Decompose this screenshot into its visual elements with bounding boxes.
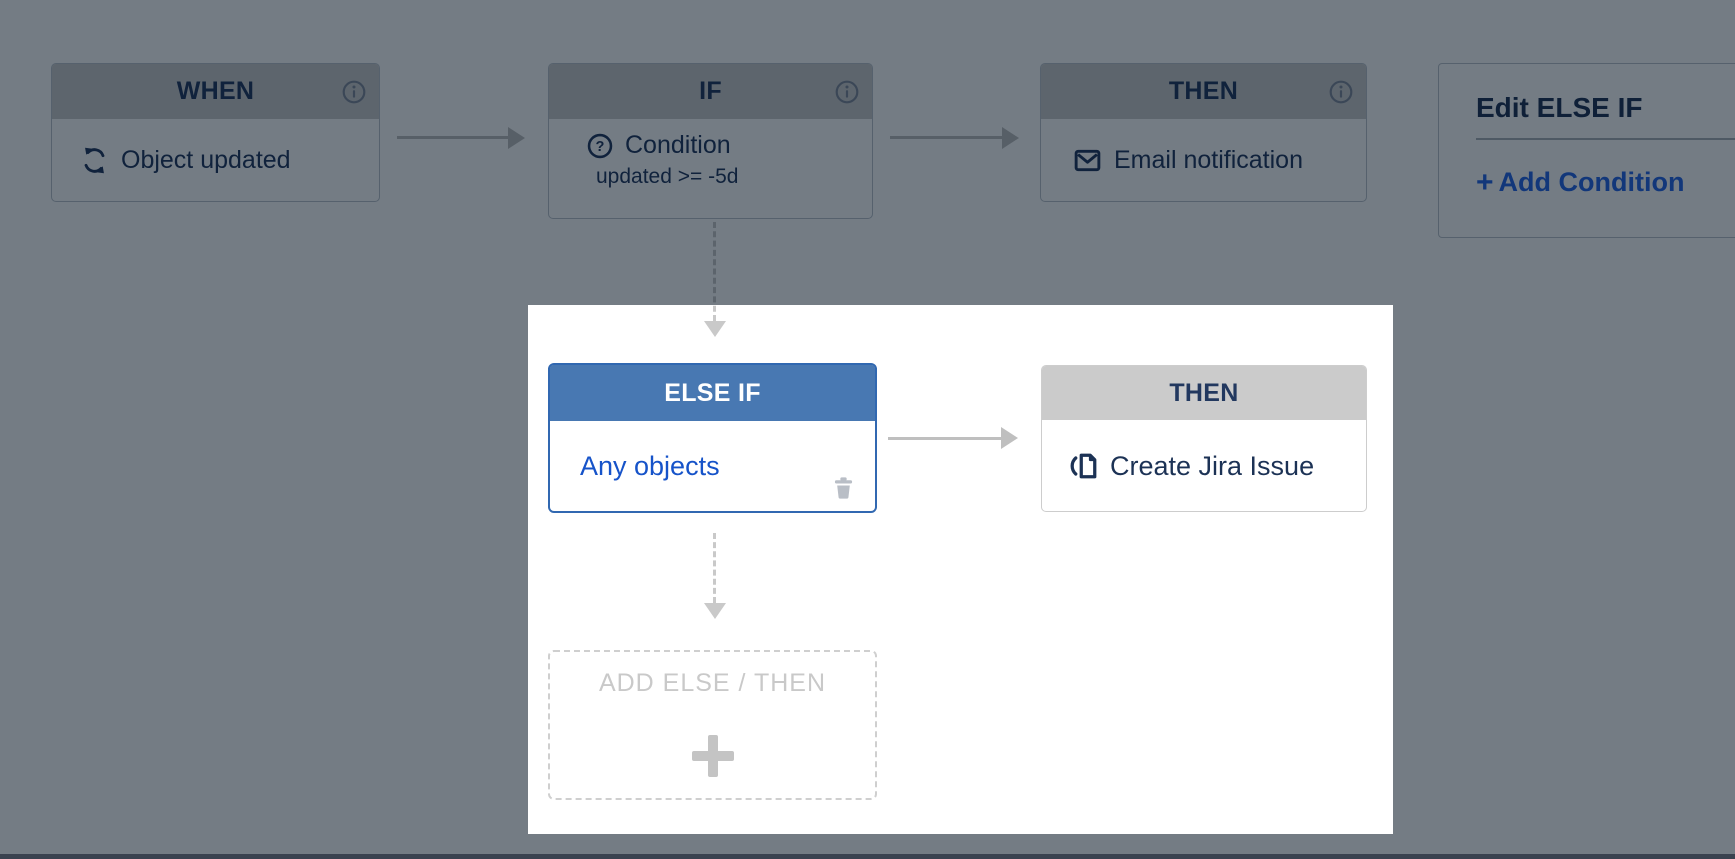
edit-panel-divider — [1476, 138, 1735, 140]
email-icon — [1073, 146, 1102, 175]
then-create-action-label: Create Jira Issue — [1110, 450, 1315, 481]
trash-icon[interactable] — [830, 474, 857, 501]
plus-icon: + — [1476, 165, 1494, 199]
dashed-connector-elseif-add — [713, 533, 716, 603]
svg-text:?: ? — [596, 139, 605, 155]
sync-icon — [80, 146, 109, 175]
then-email-node-header: THEN — [1041, 64, 1366, 119]
connector-when-if-arrowhead — [508, 126, 525, 149]
add-else-then-button[interactable]: ADD ELSE / THEN — [548, 650, 877, 800]
when-node-header: WHEN — [52, 64, 379, 119]
when-header-label: WHEN — [176, 77, 255, 105]
connector-elseif-then-line — [888, 436, 1002, 440]
then-create-node-header: THEN — [1042, 366, 1366, 420]
then-create-header-label: THEN — [1169, 378, 1239, 407]
edit-else-if-panel: Edit ELSE IF + Add Condition — [1438, 63, 1735, 238]
question-circle-icon: ? — [586, 132, 614, 160]
dashed-connector-if-elseif — [713, 222, 716, 321]
when-trigger-node[interactable]: WHEN Object updated — [51, 63, 380, 202]
info-icon[interactable] — [1328, 79, 1354, 105]
connector-if-then-arrowhead — [1002, 126, 1019, 149]
plus-icon — [691, 735, 734, 777]
then-email-node[interactable]: THEN Email notification — [1040, 63, 1367, 202]
add-condition-label: Add Condition — [1498, 167, 1685, 197]
if-header-label: IF — [699, 77, 722, 105]
add-condition-button[interactable]: + Add Condition — [1476, 167, 1684, 198]
create-issue-icon — [1070, 451, 1100, 481]
else-if-node[interactable]: ELSE IF Any objects — [548, 363, 877, 513]
edit-panel-title: Edit ELSE IF — [1476, 92, 1643, 123]
when-trigger-label: Object updated — [121, 145, 291, 174]
then-email-action-label: Email notification — [1114, 145, 1303, 174]
connector-if-then — [890, 136, 1003, 139]
if-condition-label: Condition — [625, 131, 731, 159]
then-email-header-label: THEN — [1168, 77, 1239, 105]
if-condition-node[interactable]: IF ? Condition updated >= -5d — [548, 63, 873, 219]
else-if-node-header: ELSE IF — [550, 365, 875, 421]
dashed-connector-elseif-add-arrowhead — [704, 603, 726, 619]
info-icon[interactable] — [834, 79, 860, 105]
connector-when-if — [397, 136, 509, 139]
bottom-bar-edge — [0, 854, 1735, 859]
add-else-then-label: ADD ELSE / THEN — [598, 669, 827, 697]
if-condition-detail: updated >= -5d — [596, 165, 739, 188]
else-if-condition-label: Any objects — [580, 450, 720, 481]
then-create-jira-node[interactable]: THEN Create Jira Issue — [1041, 365, 1367, 512]
else-if-header-label: ELSE IF — [664, 378, 761, 407]
connector-elseif-then-arrowhead — [1001, 427, 1018, 449]
info-icon[interactable] — [341, 79, 367, 105]
if-node-header: IF — [549, 64, 872, 119]
dashed-connector-if-elseif-arrowhead — [704, 321, 726, 337]
